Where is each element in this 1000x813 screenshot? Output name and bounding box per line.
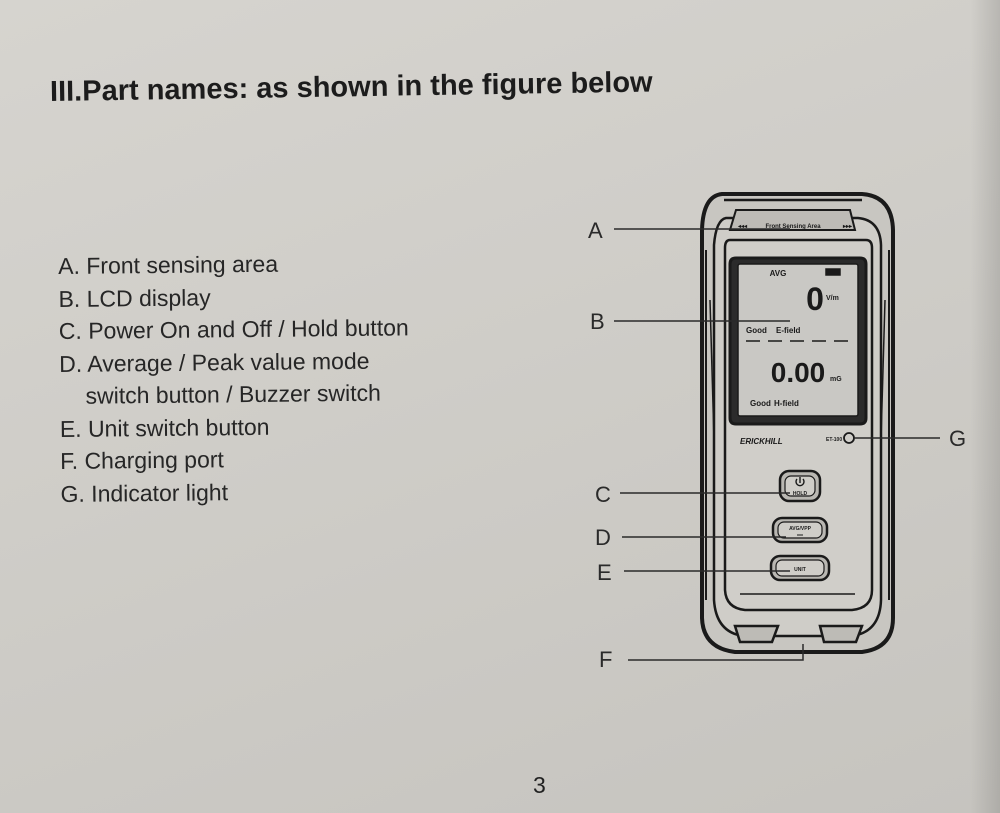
power-icon: [795, 477, 805, 487]
side-ridge-left: [709, 299, 715, 441]
callout-d: D: [595, 525, 611, 550]
page-edge-shadow: [970, 0, 1000, 813]
brand-logo: ERICKHILL: [740, 437, 783, 446]
avg-vpp-button-label: AVG/VPP: [789, 526, 812, 532]
hold-button-label: HOLD: [793, 491, 808, 497]
h-field-label: H-field: [774, 399, 799, 408]
sensing-area-label: Front Sensing Area: [765, 224, 821, 230]
front-sensing-bar: [728, 209, 857, 231]
leader-lines: [614, 228, 940, 661]
meter-device: [700, 192, 895, 654]
sensing-arrows-right: ▸▸▸: [842, 224, 853, 230]
side-ridge-right: [880, 299, 886, 441]
callout-e: E: [597, 560, 612, 585]
h-field-status: Good: [750, 399, 771, 408]
lcd-screen: [737, 263, 859, 417]
foot-right: [818, 624, 864, 644]
mode-indicator: AVG: [770, 269, 787, 278]
avg-vpp-button[interactable]: AVG/VPP: [771, 516, 829, 544]
hold-power-button[interactable]: HOLD: [778, 469, 822, 503]
h-field-value: 0.00: [771, 357, 826, 388]
sensing-arrows-left: ◂◂◂: [737, 224, 748, 230]
model-label: ET-100: [826, 437, 842, 443]
e-field-label: E-field: [776, 326, 801, 335]
foot-left: [733, 624, 780, 644]
h-field-unit: mG: [830, 376, 842, 383]
leader-line-f: [628, 644, 804, 661]
callout-a: A: [588, 218, 603, 243]
unit-button[interactable]: UNIT: [769, 554, 831, 582]
callout-f: F: [599, 647, 612, 672]
callout-c: C: [595, 482, 611, 507]
e-field-status: Good: [746, 326, 767, 335]
callout-g: G: [949, 426, 966, 451]
page-number: 3: [533, 772, 546, 798]
battery-icon: [825, 268, 841, 276]
e-field-unit: V/m: [826, 295, 839, 302]
unit-button-label: UNIT: [794, 567, 806, 573]
callout-b: B: [590, 309, 605, 334]
e-field-value: 0: [806, 281, 824, 317]
